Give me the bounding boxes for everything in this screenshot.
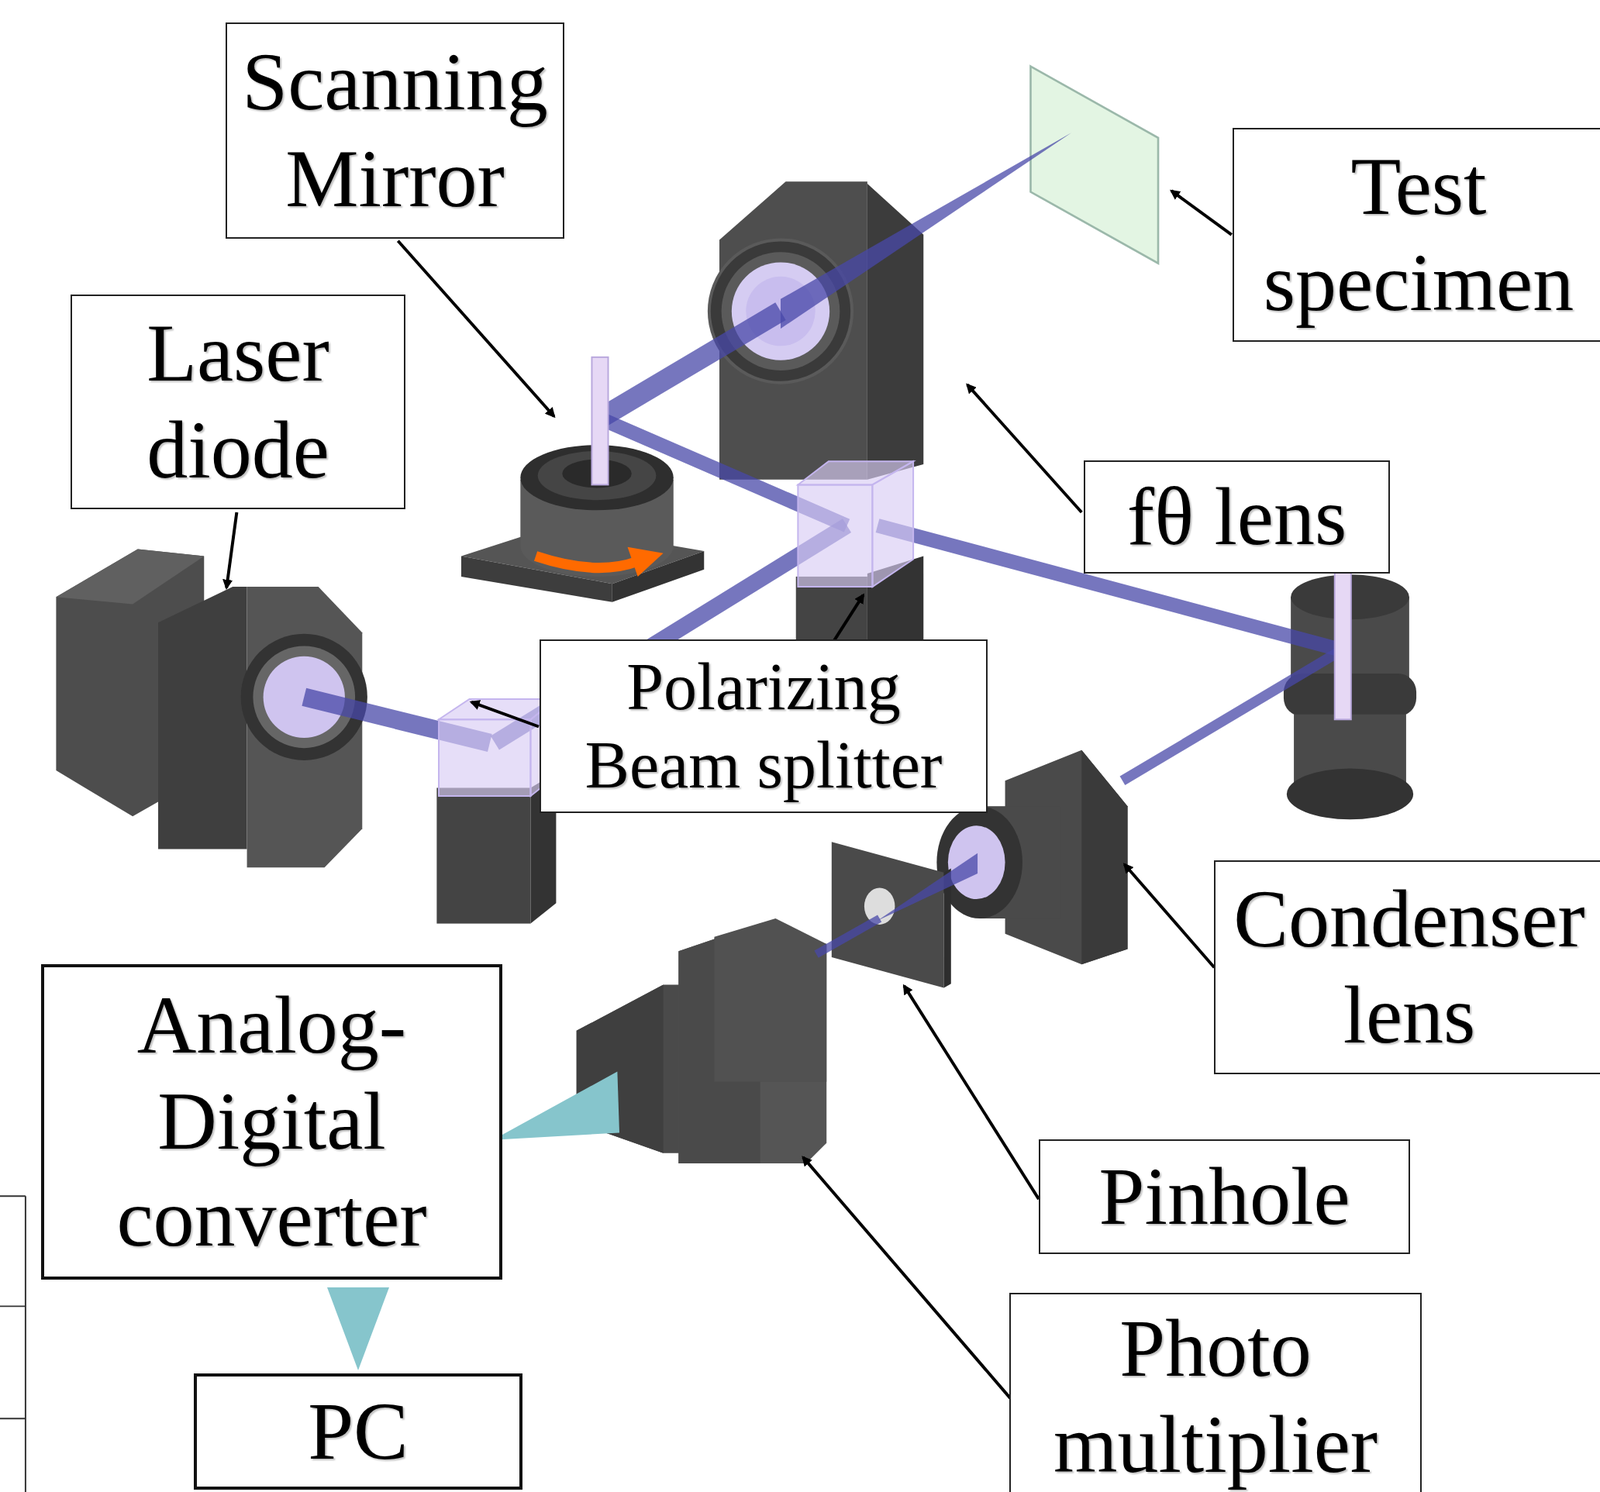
label-text: Photo multiplier	[1021, 1300, 1410, 1492]
table-fragment	[0, 1196, 26, 1492]
label-text: Condenser lens	[1226, 871, 1593, 1064]
signal-arrow-shape	[327, 1287, 390, 1371]
label-text: Pinhole	[1099, 1148, 1351, 1245]
label-text: Scanning Mirror	[237, 34, 552, 227]
laser-beam	[303, 311, 1342, 956]
label-box: Polarizing Beam splitter	[539, 639, 988, 814]
label-text: Analog-Digital converter	[55, 977, 489, 1266]
scanning-mirror	[591, 357, 608, 486]
label-box: Photo multiplier	[1009, 1293, 1422, 1492]
laser-beam	[877, 853, 978, 921]
label-text: fθ lens	[1127, 468, 1347, 566]
signal-arrow	[493, 1072, 620, 1141]
test-specimen	[1030, 66, 1159, 264]
label-text: Laser diode	[82, 305, 394, 498]
signal-arrow	[327, 1287, 390, 1371]
label-box: Test specimen	[1232, 127, 1600, 342]
label-text: PC	[307, 1383, 409, 1480]
scanning-mirror-mount	[461, 444, 704, 603]
fold-mirror	[1334, 566, 1352, 721]
label-box: Condenser lens	[1213, 860, 1600, 1075]
laser-beam	[780, 132, 1072, 329]
label-box: PC	[193, 1373, 523, 1490]
label-text: Polarizing Beam splitter	[551, 648, 976, 804]
label-box: Laser diode	[70, 294, 406, 510]
label-box: Pinhole	[1038, 1139, 1411, 1255]
label-text: Test specimen	[1244, 138, 1593, 332]
pinhole-plate	[831, 841, 952, 988]
label-box: fθ lens	[1083, 460, 1390, 574]
label-box: Analog-Digital converter	[41, 964, 503, 1280]
label-box: Scanning Mirror	[225, 22, 565, 239]
